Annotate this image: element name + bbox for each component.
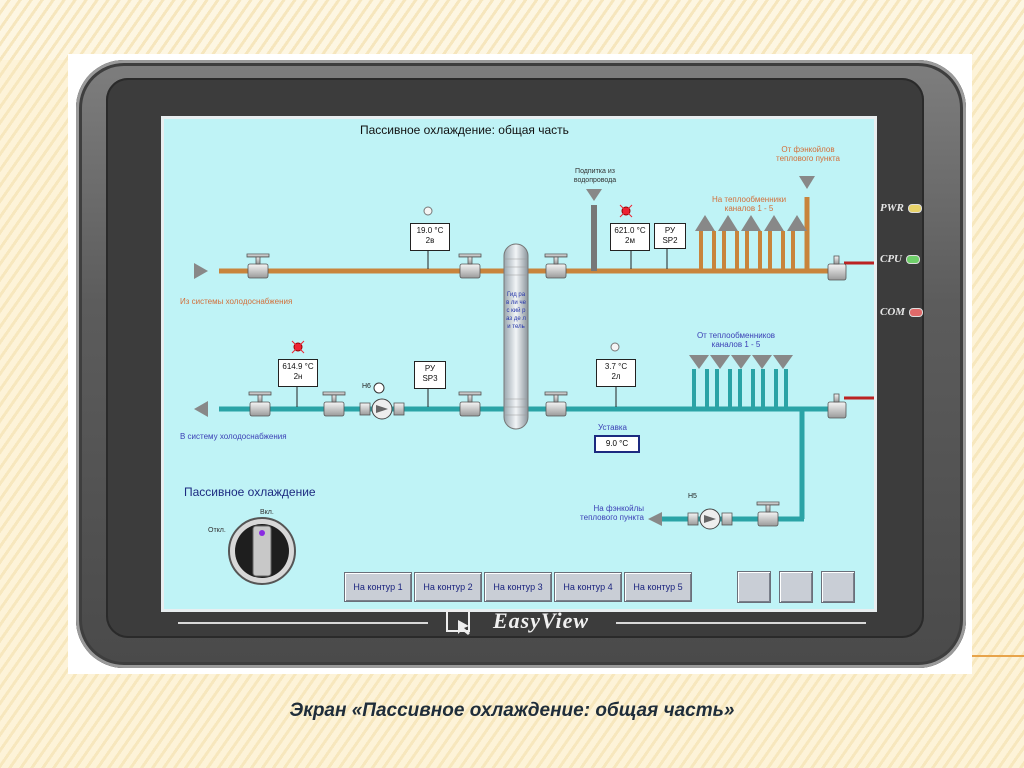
supply-inlet-arrow-icon: [194, 263, 208, 279]
passive-cooling-switch-icon: [228, 517, 296, 585]
regulator-sp3-line1: РУ: [424, 364, 436, 373]
sensor-2v-tag: 2в: [425, 236, 435, 245]
slide-background: [0, 0, 1024, 60]
fancoil-return-arrow-icon: [799, 176, 815, 189]
setpoint-input[interactable]: 9.0 °C: [594, 435, 640, 453]
valves: [246, 253, 847, 527]
slide-accent-line: [972, 655, 1024, 657]
sensor-2v-value: 19.0 °C: [416, 226, 444, 235]
regulator-sp3-line2: SP3: [422, 374, 438, 383]
fancoil-supply-arrow-icon: [648, 512, 662, 526]
switch-off-label: Откл.: [208, 527, 226, 534]
separator-ribs: [505, 258, 527, 416]
switch-on-label: Вкл.: [260, 509, 274, 516]
to-circuit-2-button[interactable]: На контур 2: [414, 572, 482, 602]
pwr-indicator: PWR: [880, 202, 922, 214]
sensor-2l-tag: 2л: [611, 372, 621, 381]
to-circuit-4-button[interactable]: На контур 4: [554, 572, 622, 602]
pump-n5-label: Н5: [688, 493, 697, 500]
makeup-arrow-icon: [586, 189, 602, 201]
cpu-indicator: CPU: [880, 253, 920, 265]
makeup-label: Подпитка из водопровода: [573, 168, 617, 184]
hmi-device: PWR CPU COM: [68, 54, 972, 674]
to-exchangers-label: На теплообменники каналов 1 - 5: [711, 195, 787, 213]
easyview-logo-icon: [446, 610, 470, 635]
separator-label: Гид рав ли чес кий раз де ли тель: [506, 292, 526, 330]
sensor-2n-value: 614.9 °C: [282, 362, 314, 371]
return-to-label: В систему холодоснабжения: [180, 432, 287, 441]
sensor-2m-tag: 2м: [625, 236, 635, 245]
from-exchangers-label: От теплообменников каналов 1 - 5: [696, 331, 776, 349]
brand-line-left: [178, 622, 428, 624]
sensor-2n-tag: 2н: [293, 372, 303, 381]
passive-cooling-switch[interactable]: [228, 517, 296, 585]
brand-line-right: [616, 622, 866, 624]
to-circuit-5-button[interactable]: На контур 5: [624, 572, 692, 602]
hmi-screen: Пассивное охлаждение: общая часть Из сис…: [161, 116, 877, 612]
first-page-button[interactable]: [737, 571, 771, 603]
supply-from-label: Из системы холодоснабжения: [180, 297, 293, 306]
regulator-sp2-line2: SP2: [662, 236, 678, 245]
piping-diagram: [194, 176, 874, 595]
hydraulic-separator: [503, 243, 529, 430]
screen-title: Пассивное охлаждение: общая часть: [360, 123, 569, 137]
passive-cooling-heading: Пассивное охлаждение: [184, 485, 316, 499]
pump-n6-icon: [359, 382, 405, 420]
indicator-bulb-icons: [291, 204, 633, 354]
setpoint-label: Уставка: [598, 423, 627, 432]
to-circuit-1-button[interactable]: На контур 1: [344, 572, 412, 602]
brand-name: EasyView: [493, 608, 590, 633]
to-fancoils-label: На фэнкойлы теплового пункта: [580, 504, 644, 522]
cpu-led-icon: [906, 254, 920, 264]
exchanger-return-risers: [689, 355, 793, 409]
from-fancoils-label: От фэнкойлов теплового пункта: [776, 145, 840, 163]
previous-page-button[interactable]: [779, 571, 813, 603]
pump-n5-icon: [687, 508, 733, 530]
sensor-stems: [296, 249, 668, 407]
pump-n6-label: Н6: [362, 383, 371, 390]
regulator-sp2-line1: РУ: [664, 226, 676, 235]
com-indicator: COM: [880, 306, 924, 318]
pwr-led-icon: [907, 203, 922, 213]
device-brand-bar: EasyView: [68, 604, 972, 644]
to-circuit-3-button[interactable]: На контур 3: [484, 572, 552, 602]
return-outlet-arrow-icon: [194, 401, 208, 417]
exchanger-supply-risers: [695, 215, 807, 271]
next-page-button[interactable]: [821, 571, 855, 603]
com-led-icon: [909, 307, 924, 317]
sensor-2m-value: 621.0 °C: [614, 226, 646, 235]
sensor-2l-value: 3.7 °C: [604, 362, 628, 371]
slide-caption: Экран «Пассивное охлаждение: общая часть…: [289, 700, 735, 721]
